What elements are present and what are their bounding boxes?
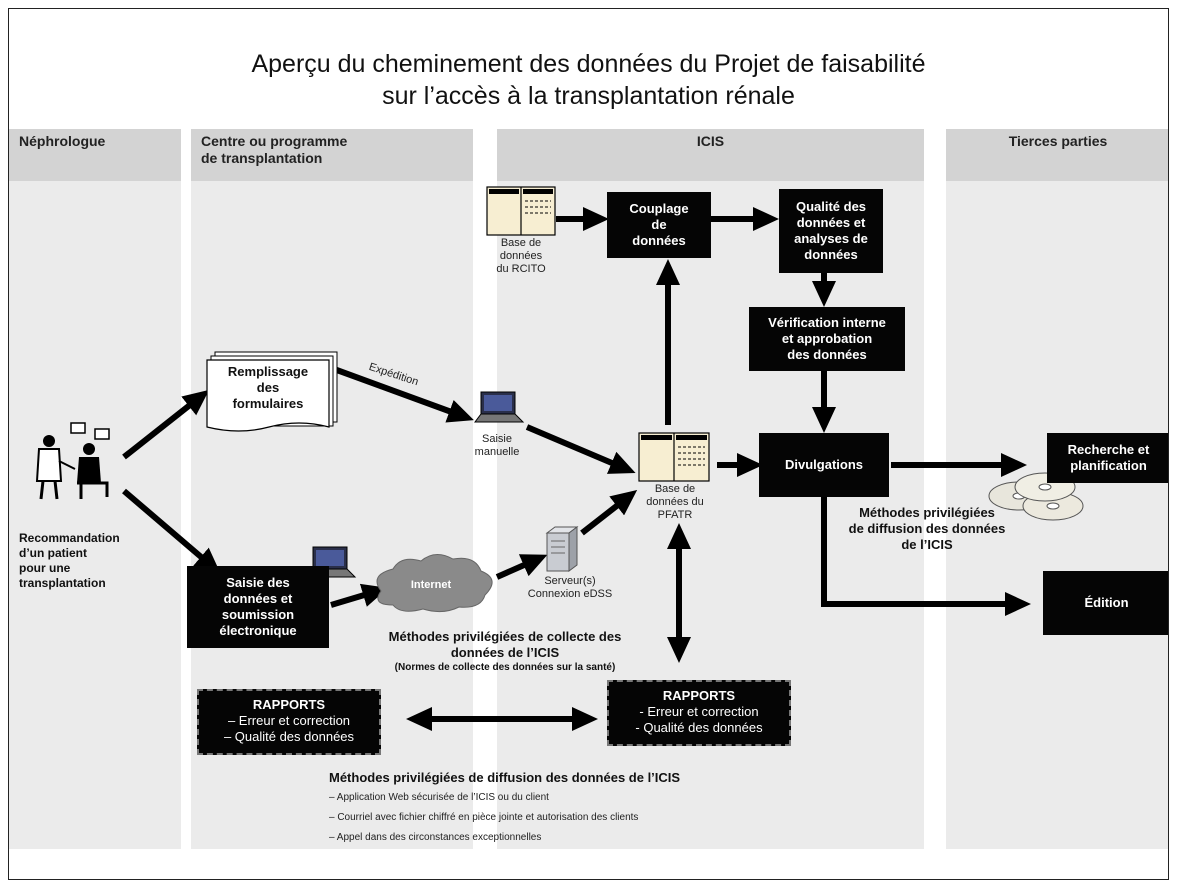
arrow-patient-to-saisie (122, 488, 221, 574)
arrows-layer (35, 186, 1084, 731)
title-line-1: Aperçu du cheminement des données du Pro… (251, 50, 926, 78)
laptop-icon (474, 391, 525, 423)
rapports-right-box: RAPPORTS - Erreur et correction - Qualit… (607, 680, 791, 746)
column-nephrologue (9, 129, 181, 849)
server-icon (545, 526, 579, 572)
arrow-serveur-to-pfatr (580, 489, 638, 536)
doctor-patient-icon (35, 422, 110, 500)
cloud-icon (376, 554, 493, 613)
arrow-patient-to-forms (122, 389, 210, 460)
diffusion-item: – Courriel avec fichier chiffré en pièce… (329, 812, 639, 823)
forms-document-icon (206, 351, 338, 432)
edition-box: Édition (1043, 571, 1168, 635)
header-nephrologue: Néphrologue (9, 129, 181, 181)
database-table-icon (638, 432, 710, 482)
divulgations-box: Divulgations (759, 433, 889, 497)
header-tierces: Tierces parties (946, 129, 1168, 181)
arrow-divulgations-to-edition (821, 495, 1031, 616)
arrow-saisie-to-pfatr (525, 424, 636, 474)
internet-label: Internet (410, 579, 452, 591)
database-table-icon (486, 186, 556, 236)
diffusion-item: – Appel dans des circonstances exception… (329, 832, 542, 843)
arrow-expedition (332, 366, 474, 423)
header-icis: ICIS (497, 129, 924, 181)
diffusion-bottom: Méthodes privilégiées de diffusion des d… (329, 769, 849, 848)
title-line-2: sur l’accès à la transplantation rénale (382, 82, 795, 110)
collecte-label: Méthodes privilégiées de collecte des do… (388, 629, 622, 673)
diffusion-item: – Application Web sécurisée de l’ICIS ou… (329, 792, 549, 803)
arrow-saisie-to-internet (330, 583, 389, 608)
serveur-label: Serveur(s)Connexion eDSS (527, 575, 613, 600)
rapports-left-box: RAPPORTS – Erreur et correction – Qualit… (197, 689, 381, 755)
arrow-internet-to-serveur (495, 554, 548, 580)
diagram-frame: Aperçu du cheminement des données du Pro… (8, 8, 1169, 880)
diffusion-bottom-title: Méthodes privilégiées de diffusion des d… (329, 770, 681, 785)
